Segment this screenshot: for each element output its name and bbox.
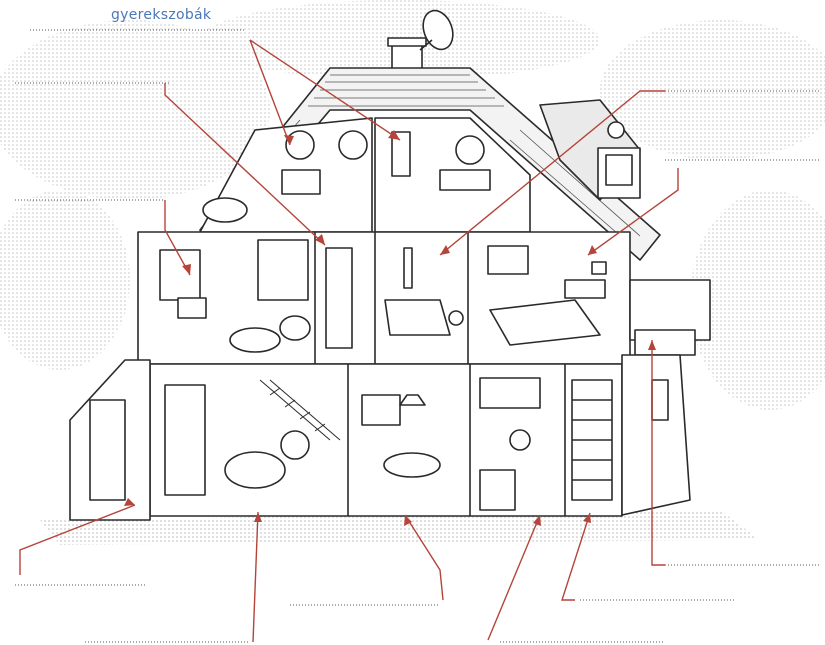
toy-shelf [440, 170, 490, 190]
attic-porthole-right [339, 131, 367, 159]
middle-floor-frame [138, 232, 630, 364]
attic-porthole-left [286, 131, 314, 159]
right-ground-wall [622, 355, 690, 515]
rug-left [203, 198, 247, 222]
radiator [282, 170, 320, 194]
attic-porthole-right2 [456, 136, 484, 164]
ground-floor-frame [150, 364, 622, 516]
pantry-shelves [572, 380, 612, 500]
